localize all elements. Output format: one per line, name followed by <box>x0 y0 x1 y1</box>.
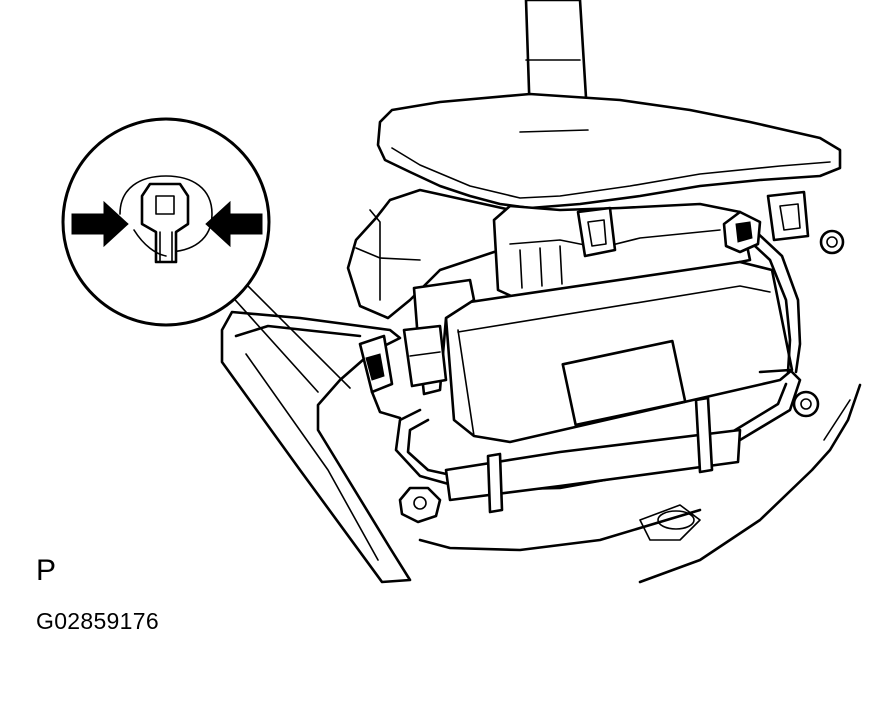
lever-cover <box>376 92 842 210</box>
arrow-right-icon <box>71 200 129 248</box>
base-housing <box>220 310 862 584</box>
connector-top-right <box>722 210 762 254</box>
position-label: P <box>36 554 57 587</box>
control-unit <box>402 260 794 444</box>
clip-right <box>766 190 810 242</box>
connector-left <box>358 334 402 420</box>
harness-bracket <box>444 396 742 514</box>
arrow-left-icon <box>205 200 263 248</box>
bolt-left-bottom <box>398 486 442 524</box>
detail-view <box>61 117 271 327</box>
bolt-right-top <box>819 229 845 255</box>
leader-line <box>227 281 351 393</box>
bolt-right-bottom <box>792 390 820 418</box>
figure-code: G02859176 <box>36 608 159 634</box>
solenoid-block <box>346 188 532 320</box>
clip-left <box>576 206 617 258</box>
